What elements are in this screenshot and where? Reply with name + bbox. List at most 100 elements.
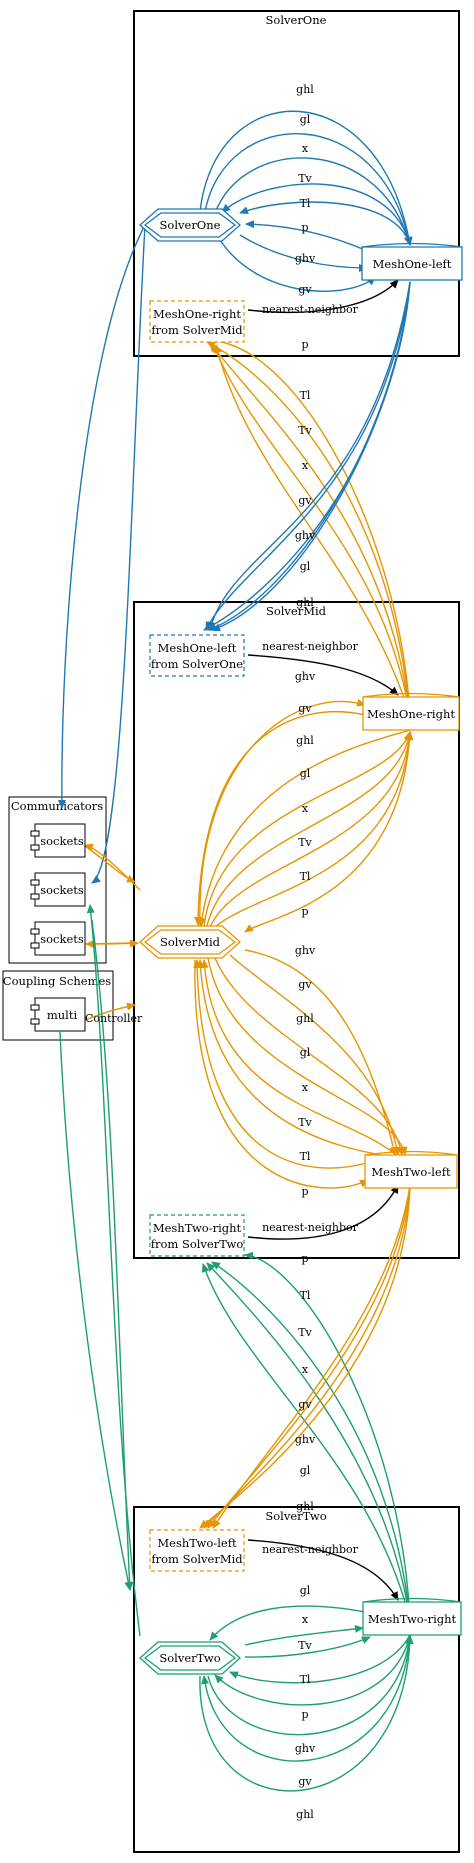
edge-label: Tl (300, 870, 311, 883)
mid-edge-x-b (200, 959, 403, 1161)
edge-label: ghv (295, 1742, 316, 1755)
comm-edge-one (57, 224, 146, 809)
node-sockets-1[interactable]: sockets (30, 823, 86, 858)
edge-label-nearest-neighbor: nearest-neighbor (262, 303, 359, 316)
mid-edge-p-b (194, 959, 369, 1189)
mid-edge-gl-b (207, 957, 408, 1156)
mid-edge-tl-b (193, 959, 371, 1169)
cross2-edge-ghv (207, 1184, 411, 1529)
edge-label: Tl (300, 389, 311, 402)
node-mesh-two-left-from-mid[interactable]: MeshTwo-left from SolverMid (149, 1529, 245, 1572)
cluster-title-solver-mid: SolverMid (266, 604, 327, 618)
edge-label: ghv (295, 529, 316, 542)
cross-edge-gv (214, 344, 411, 716)
edge-nearest-neighbor (247, 279, 399, 313)
edge-nearest-neighbor-two (247, 1539, 399, 1601)
node-mesh-one-left-from-one[interactable]: MeshOne-left from SolverOne (149, 634, 245, 677)
two-edge-tl (229, 1634, 411, 1684)
edge-label: gv (298, 1398, 312, 1411)
mid-edge-p (244, 731, 411, 933)
comm-edge-mid-b (84, 845, 136, 883)
edge-label: p (301, 1185, 308, 1198)
edge-nearest-neighbor-mid-top (247, 654, 399, 696)
edge-label: gl (300, 1584, 311, 1597)
edge-label: ghl (296, 83, 314, 96)
edge-label: gl (300, 113, 311, 126)
svg-text:from SolverTwo: from SolverTwo (151, 1237, 244, 1251)
cluster-solver-mid (133, 601, 460, 1259)
svg-text:from SolverOne: from SolverOne (151, 657, 243, 671)
edge-label: Tv (298, 1326, 312, 1339)
node-mesh-two-right-from-two[interactable]: MeshTwo-right from SolverTwo (149, 1214, 245, 1257)
node-mesh-two-left[interactable]: MeshTwo-left (364, 1150, 458, 1189)
edge-label: gv (298, 978, 312, 991)
cluster-solver-two (133, 1506, 460, 1853)
node-mesh-one-right[interactable]: MeshOne-right (362, 692, 460, 731)
node-mesh-one-right-from-mid[interactable]: MeshOne-right from SolverMid (149, 300, 245, 343)
edge-label: Tv (298, 172, 312, 185)
edge-label: p (301, 905, 308, 918)
mid-edge-x (206, 731, 413, 927)
node-solver-two[interactable]: SolverTwo (139, 1641, 241, 1675)
node-mesh-one-left[interactable]: MeshOne-left (361, 242, 463, 281)
edge-label: Tl (300, 1673, 311, 1686)
edge-label: gv (298, 702, 312, 715)
edge-label: Tv (298, 424, 312, 437)
two-edge-p (214, 1634, 411, 1706)
edge-label: x (302, 459, 309, 472)
mid-edge-ghl-b (214, 957, 405, 1156)
edge-p (245, 220, 366, 251)
edge-label: ghl (296, 1500, 314, 1513)
cross-edge-p (204, 336, 411, 716)
comm-edge-one-b (91, 224, 146, 884)
two-edge-gl (209, 1605, 366, 1641)
cluster-title-solver-two: SolverTwo (265, 1509, 326, 1523)
svg-text:MeshTwo-right: MeshTwo-right (368, 1612, 457, 1626)
svg-text:MeshOne-right: MeshOne-right (153, 307, 241, 321)
edge-label: Tl (300, 197, 311, 210)
node-mesh-two-right[interactable]: MeshTwo-right (362, 1597, 462, 1636)
edge-label: gl (300, 1046, 311, 1059)
node-solver-one[interactable]: SolverOne (139, 208, 241, 242)
mid-edge-gl (203, 731, 412, 927)
node-sockets-3[interactable]: sockets (30, 921, 86, 956)
svg-text:from SolverMid: from SolverMid (151, 323, 243, 337)
comm-edge-mid-a (84, 843, 141, 891)
edge-label: ghl (296, 596, 314, 609)
cross-edge-ghl (203, 281, 411, 631)
cross-edge-x (212, 343, 411, 716)
mid-edge-gv (194, 710, 366, 926)
edge-label: x (302, 1613, 309, 1626)
edge-label: Tv (298, 1116, 312, 1129)
svg-text:MeshOne-left: MeshOne-left (158, 641, 237, 655)
mid-edge-tl (213, 731, 414, 929)
svg-text:MeshTwo-left: MeshTwo-left (371, 1165, 451, 1179)
mid-edge-ghl (198, 729, 411, 927)
svg-text:MeshTwo-right: MeshTwo-right (153, 1221, 242, 1235)
svg-text:MeshTwo-left: MeshTwo-left (157, 1536, 237, 1550)
edge-label: x (302, 1363, 309, 1376)
edge-label: gl (300, 767, 311, 780)
edge-label: p (301, 1708, 308, 1721)
edge-label: p (301, 338, 308, 351)
edge-label: x (302, 802, 309, 815)
comm-edge-two-b (91, 919, 134, 1591)
edge-label-nearest-neighbor: nearest-neighbor (262, 1543, 359, 1556)
edge-label: ghv (295, 944, 316, 957)
node-sockets-2[interactable]: sockets (30, 872, 86, 907)
edge-ghl (199, 110, 413, 246)
svg-text:sockets: sockets (40, 932, 84, 946)
edge-gv (219, 239, 376, 292)
two-edge-ghv (207, 1634, 414, 1736)
cross2-edge-tv (206, 1262, 411, 1621)
edge-tl (239, 201, 411, 246)
edge-gl (204, 133, 413, 246)
cross-edge-p-blue (205, 281, 411, 631)
node-multi[interactable]: multi (30, 997, 86, 1032)
node-solver-mid[interactable]: SolverMid (139, 925, 241, 959)
edge-label: gv (298, 494, 312, 507)
cross2-edge-p (244, 1251, 411, 1621)
edge-label: p (301, 1252, 308, 1265)
cluster-solver-one (133, 10, 460, 357)
